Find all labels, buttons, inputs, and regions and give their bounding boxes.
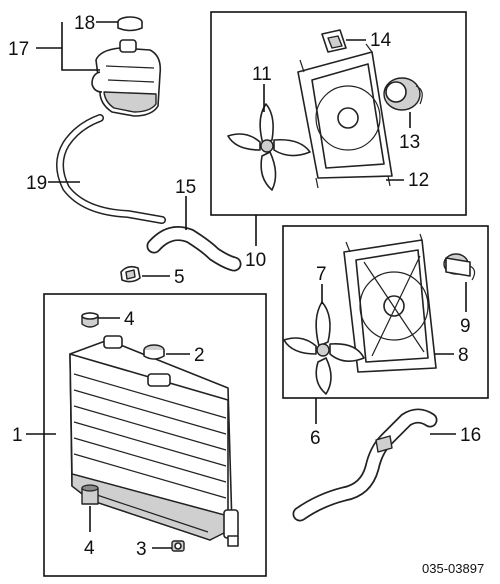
callout-2: 2 — [194, 345, 205, 366]
upper-mount-insulator — [81, 312, 99, 328]
fan-shroud-upper — [297, 43, 393, 189]
callout-15: 15 — [175, 177, 196, 198]
hose-clamp — [120, 265, 141, 283]
fan-assembly-box-lower — [282, 225, 489, 399]
callout-3: 3 — [136, 539, 147, 560]
diagram-code: 035-03897 — [422, 561, 484, 576]
callout-16: 16 — [460, 425, 481, 446]
radiator-cap — [143, 344, 165, 360]
callout-4-upper: 4 — [124, 309, 135, 330]
drain-cock — [171, 540, 185, 552]
callout-10: 10 — [245, 250, 266, 271]
radiator — [69, 335, 239, 547]
callout-1: 1 — [12, 425, 23, 446]
callout-14: 14 — [370, 30, 392, 51]
radiator-box — [43, 293, 267, 577]
callout-4-lower: 4 — [84, 538, 95, 559]
callout-5: 5 — [174, 267, 185, 288]
fan-shroud-lower — [343, 233, 437, 373]
callout-17: 17 — [8, 39, 29, 60]
callout-12: 12 — [408, 170, 429, 191]
shroud-bracket — [321, 29, 347, 53]
fan-blade-upper — [227, 103, 311, 191]
callout-7: 7 — [316, 264, 327, 285]
fan-blade-lower — [283, 301, 365, 395]
fan-assembly-box-upper — [210, 11, 467, 216]
callout-6: 6 — [310, 428, 321, 449]
callout-13: 13 — [399, 132, 420, 153]
callout-9: 9 — [460, 316, 471, 337]
lower-mount-insulator — [81, 484, 99, 505]
reservoir-tank — [91, 39, 162, 117]
callout-8: 8 — [458, 345, 469, 366]
leader-lines — [26, 21, 467, 549]
callout-11: 11 — [252, 64, 272, 85]
callout-19: 19 — [26, 173, 47, 194]
reservoir-cap — [117, 16, 143, 32]
fan-motor-lower — [443, 253, 476, 281]
callout-18: 18 — [74, 13, 95, 34]
lower-hose-clamp — [375, 435, 393, 453]
fan-motor-upper — [383, 77, 423, 111]
